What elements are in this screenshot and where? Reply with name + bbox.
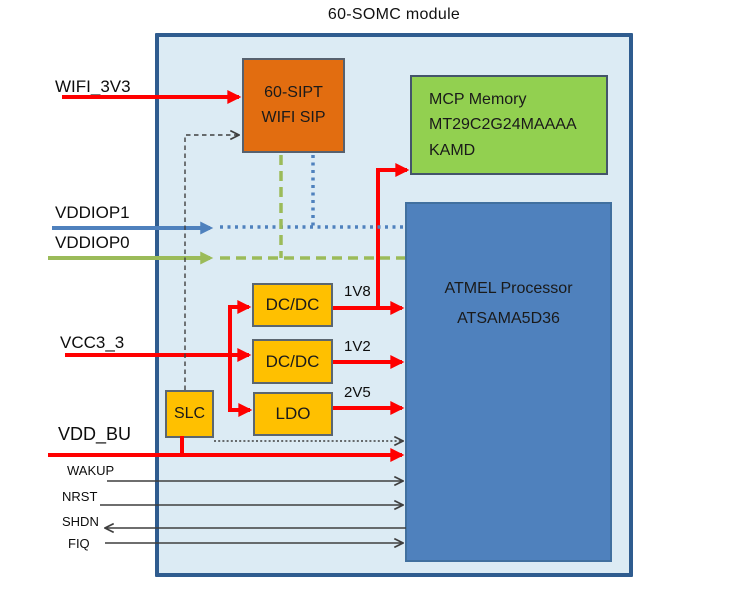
memory-label-line3: KAMD (429, 141, 476, 159)
shdn-label: SHDN (62, 514, 99, 529)
processor-label-line1: ATMEL Processor (444, 280, 573, 297)
dcdc-1v2-label: DC/DC (265, 351, 320, 371)
ldo-label: LDO (275, 404, 311, 423)
vcc3-3-label: VCC3_3 (60, 333, 125, 352)
vddiop1-label: VDDIOP1 (55, 203, 130, 222)
memory-label-line2: MT29C2G24MAAAA (429, 116, 577, 134)
memory-label-line1: MCP Memory (429, 90, 527, 108)
mcp-memory-block: MCP Memory MT29C2G24MAAAA KAMD (410, 75, 608, 175)
diagram-title: 60-SOMC module (327, 6, 461, 23)
wifi-3v3-label: WIFI_3V3 (55, 77, 131, 96)
dcdc-1v8-label: DC/DC (265, 295, 320, 314)
dcdc-1v2-block: DC/DC (252, 339, 333, 384)
rail-1v8-label: 1V8 (344, 283, 371, 300)
processor-label-line2: ATSAMA5D36 (457, 309, 560, 327)
dcdc-1v8-block: DC/DC (252, 283, 333, 327)
slc-label: SLC (173, 405, 206, 422)
atmel-processor-block: ATMEL Processor ATSAMA5D36 (405, 202, 612, 562)
vdd-bu-label: VDD_BU (58, 424, 132, 444)
vddiop0-label: VDDIOP0 (55, 233, 130, 252)
wifi-sip-label-line1: 60-SIPT (264, 83, 323, 101)
rail-2v5-label: 2V5 (344, 384, 371, 401)
wifi-sip-label-line2: WIFI SIP (261, 108, 326, 126)
rail-1v2-label: 1V2 (344, 338, 371, 355)
nrst-label: NRST (62, 489, 98, 504)
fiq-label: FIQ (68, 536, 90, 551)
slc-block: SLC (165, 390, 214, 438)
ldo-block: LDO (253, 392, 333, 436)
wakup-label: WAKUP (67, 463, 115, 478)
wifi-sip-block: 60-SIPT WIFI SIP (242, 58, 345, 153)
